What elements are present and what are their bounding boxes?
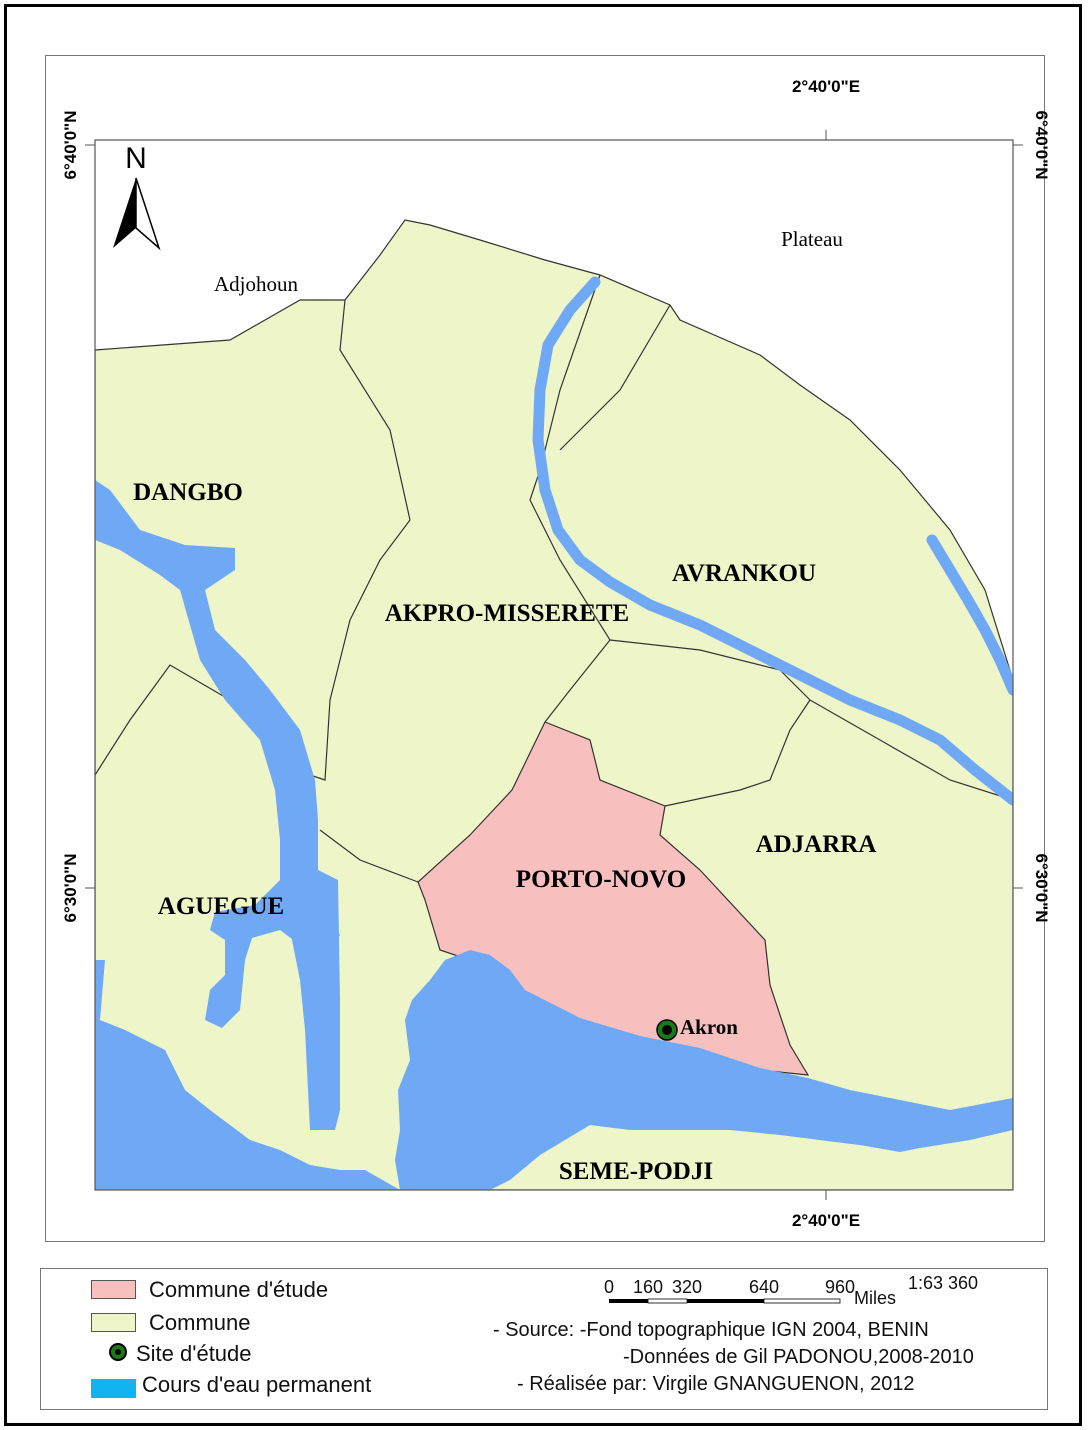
label-adjarra: ADJARRA <box>756 831 877 858</box>
upper-rivers <box>532 276 1013 806</box>
water-bodies <box>95 480 1013 1190</box>
credit-source: - Source: -Fond topographique IGN 2004, … <box>493 1319 929 1341</box>
site-marker-icon <box>109 1343 127 1361</box>
lat-label-top-right: 6°40'0"N <box>1032 111 1051 180</box>
graticule-ticks <box>85 130 1023 1200</box>
scale-bar: 0 160 320 640 960 Miles 1:63 360 <box>604 1273 978 1308</box>
scale-tick-320: 320 <box>672 1277 702 1297</box>
label-dangbo: DANGBO <box>133 479 243 506</box>
swatch-study-commune <box>91 1280 136 1299</box>
north-arrow-icon: N <box>113 142 161 251</box>
label-porto-novo: PORTO-NOVO <box>516 866 686 893</box>
scale-tick-0: 0 <box>604 1277 614 1297</box>
lat-label-mid-right: 6°30'0"N <box>1032 854 1051 923</box>
label-avrankou: AVRANKOU <box>672 560 816 587</box>
legend-commune: Commune <box>149 1310 251 1335</box>
study-site-marker <box>656 1019 678 1041</box>
scale-unit: Miles <box>854 1288 896 1308</box>
scale-tick-160: 160 <box>633 1277 663 1297</box>
north-label: N <box>125 142 147 175</box>
credit-author: - Réalisée par: Virgile GNANGUENON, 2012 <box>517 1373 915 1395</box>
label-adjohoun: Adjohoun <box>214 272 299 296</box>
scale-tick-640: 640 <box>749 1277 779 1297</box>
lat-label-mid-left: 6°30'0"N <box>61 854 80 923</box>
legend-study-commune: Commune d'étude <box>149 1277 329 1302</box>
swatch-commune <box>91 1313 136 1332</box>
label-aguegue: AGUEGUE <box>158 893 284 920</box>
label-akpro-misserete: AKPRO-MISSERETE <box>385 600 629 627</box>
legend: Commune d'étude Commune Site d'étude Cou… <box>40 1268 1048 1410</box>
lat-label-top-left: 6°40'0"N <box>61 111 80 180</box>
credit-data: -Données de Gil PADONOU,2008-2010 <box>623 1346 974 1368</box>
lon-label-top: 2°40'0"E <box>792 77 860 96</box>
legend-site: Site d'étude <box>136 1341 252 1366</box>
lon-label-bottom: 2°40'0"E <box>792 1211 860 1230</box>
scale-tick-960: 960 <box>825 1277 855 1297</box>
scale-ratio: 1:63 360 <box>908 1273 978 1293</box>
label-akron: Akron <box>680 1015 738 1039</box>
map-layers <box>95 219 1013 1190</box>
label-plateau: Plateau <box>781 227 843 251</box>
map-border <box>4 4 1082 1426</box>
legend-water: Cours d'eau permanent <box>142 1372 372 1397</box>
label-seme-podji: SEME-PODJI <box>559 1158 713 1185</box>
map-frame <box>45 55 1045 1242</box>
swatch-water <box>91 1379 136 1398</box>
map-neatline <box>94 139 1014 1191</box>
scale-bar-segments <box>609 1298 841 1304</box>
